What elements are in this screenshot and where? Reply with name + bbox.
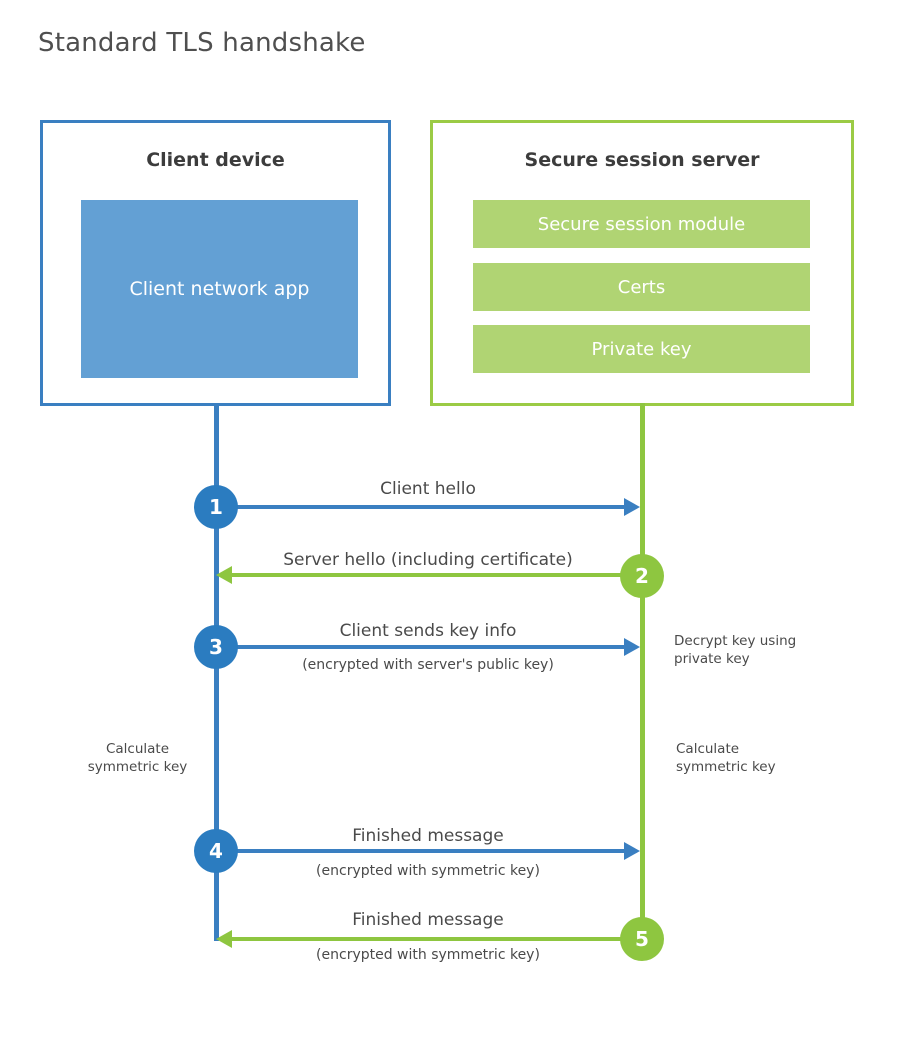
step-5-arrow-line — [230, 937, 642, 941]
client-device-box: Client device Client network app — [40, 120, 391, 406]
step-2-label: Server hello (including certificate) — [283, 550, 573, 570]
secure-session-server-title: Secure session server — [524, 149, 760, 171]
client-lifeline — [214, 403, 219, 941]
step-marker-2[interactable]: 2 — [620, 554, 664, 598]
server-lifeline — [640, 403, 645, 941]
step-3-arrow-line — [216, 645, 626, 649]
note-decrypt-key: Decrypt key using private key — [674, 633, 797, 668]
client-device-title: Client device — [146, 149, 285, 171]
step-3-sublabel: (encrypted with server's public key) — [302, 657, 554, 673]
client-network-app-block: Client network app — [81, 200, 358, 378]
step-marker-5[interactable]: 5 — [620, 917, 664, 961]
step-1-arrow-line — [216, 505, 626, 509]
page-title: Standard TLS handshake — [38, 28, 366, 58]
step-2-arrow-head-icon — [216, 566, 232, 584]
note-server-calculate-symmetric-key: Calculate symmetric key — [676, 741, 776, 776]
secure-session-server-box: Secure session server Secure session mod… — [430, 120, 854, 406]
step-4-label: Finished message — [352, 826, 504, 846]
step-marker-4[interactable]: 4 — [194, 829, 238, 873]
step-4-arrow-line — [216, 849, 626, 853]
step-3-arrow-head-icon — [624, 638, 640, 656]
step-marker-3[interactable]: 3 — [194, 625, 238, 669]
server-block-secure-session-module: Secure session module — [473, 200, 810, 248]
step-5-sublabel: (encrypted with symmetric key) — [316, 947, 540, 963]
step-5-label: Finished message — [352, 910, 504, 930]
server-block-certs: Certs — [473, 263, 810, 311]
step-5-arrow-head-icon — [216, 930, 232, 948]
step-4-sublabel: (encrypted with symmetric key) — [316, 863, 540, 879]
step-2-arrow-line — [230, 573, 642, 577]
server-block-private-key: Private key — [473, 325, 810, 373]
step-1-arrow-head-icon — [624, 498, 640, 516]
step-3-label: Client sends key info — [339, 621, 517, 641]
step-4-arrow-head-icon — [624, 842, 640, 860]
note-client-calculate-symmetric-key: Calculate symmetric key — [87, 741, 188, 776]
step-1-label: Client hello — [380, 479, 476, 499]
step-marker-1[interactable]: 1 — [194, 485, 238, 529]
